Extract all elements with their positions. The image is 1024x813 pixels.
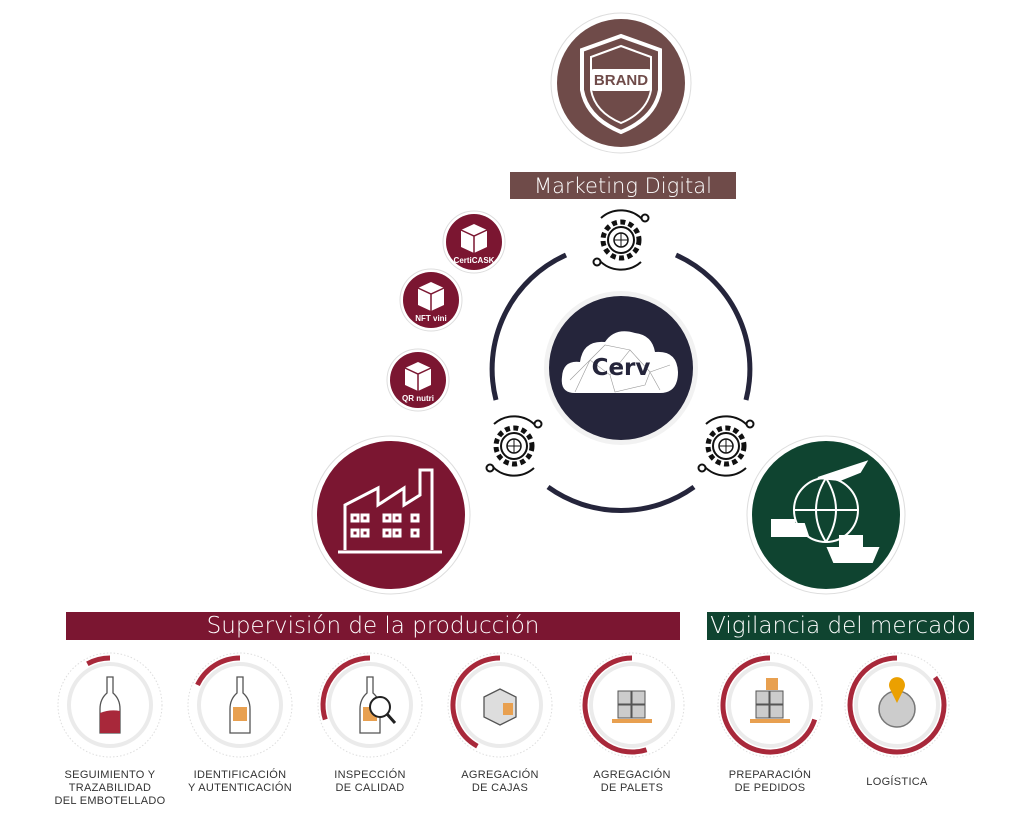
step-label: DE PEDIDOS — [734, 782, 806, 794]
step-label: DE CAJAS — [471, 782, 529, 794]
step-label: AGREGACIÓN — [461, 769, 539, 781]
step-label: PREPARACIÓN — [728, 769, 812, 781]
step-5[interactable] — [579, 652, 685, 758]
product-label: NFT vini — [415, 313, 447, 323]
product-label: CertiCASK — [453, 255, 495, 265]
step-2[interactable] — [187, 652, 293, 758]
pallet-icon — [612, 690, 652, 723]
product-circle-qr-nutri[interactable] — [386, 348, 450, 412]
logistics-circle[interactable] — [746, 435, 906, 595]
progress-arc — [582, 655, 648, 755]
progress-arc — [320, 655, 371, 721]
step-label: TRAZABILIDAD — [68, 782, 152, 794]
shield-icon — [580, 33, 662, 135]
step-7[interactable] — [844, 652, 950, 758]
cloud-icon — [561, 331, 678, 393]
production-section-title: Supervisión de la producción — [66, 612, 680, 640]
step-label: LOGÍSTICA — [866, 776, 928, 788]
globe-pin-icon — [878, 677, 916, 728]
progress-arc — [195, 655, 241, 687]
gear-globe-icon — [590, 209, 652, 271]
gear-globe-icon — [695, 415, 757, 477]
central-ring — [489, 252, 753, 513]
market-section-title: Vigilancia del mercado — [707, 612, 974, 640]
globe-transport-icon — [771, 460, 880, 563]
wine-bottle-icon — [99, 676, 121, 734]
step-label: DE CALIDAD — [335, 782, 405, 794]
box-icon — [483, 688, 517, 726]
product-circle-certicask[interactable] — [442, 210, 506, 274]
gear-globe-icon — [483, 415, 545, 477]
cerv-label: Cerv — [591, 355, 651, 381]
product-label: QR nutri — [402, 393, 434, 403]
scanner-pallet-icon — [750, 678, 790, 723]
step-label: DE PALETS — [600, 782, 664, 794]
factory-icon — [338, 468, 442, 554]
cerv-cloud-circle[interactable] — [544, 291, 698, 445]
step-label: IDENTIFICACIÓN — [193, 769, 287, 781]
qr-bottle-icon — [229, 676, 251, 734]
step-4[interactable] — [447, 652, 553, 758]
progress-arc — [720, 655, 818, 755]
brand-circle[interactable] — [550, 12, 692, 154]
step-3[interactable] — [317, 652, 423, 758]
step-label: INSPECCIÓN — [334, 769, 406, 781]
marketing-digital-title: Marketing Digital — [510, 172, 736, 199]
brand-badge-text: BRAND — [593, 71, 649, 89]
step-label: SEGUIMIENTO Y — [64, 769, 156, 781]
step-1[interactable] — [57, 652, 163, 758]
step-label: DEL EMBOTELLADO — [54, 795, 166, 807]
step-label: Y AUTENTICACIÓN — [188, 782, 292, 794]
progress-arc — [847, 655, 947, 755]
step-6[interactable] — [717, 652, 823, 758]
progress-arc — [86, 655, 111, 667]
progress-arc — [450, 655, 501, 749]
step-label: AGREGACIÓN — [593, 769, 671, 781]
magnifier-bottle-icon — [359, 676, 397, 734]
product-circle-nft-vini[interactable] — [399, 268, 463, 332]
factory-circle[interactable] — [311, 435, 471, 595]
